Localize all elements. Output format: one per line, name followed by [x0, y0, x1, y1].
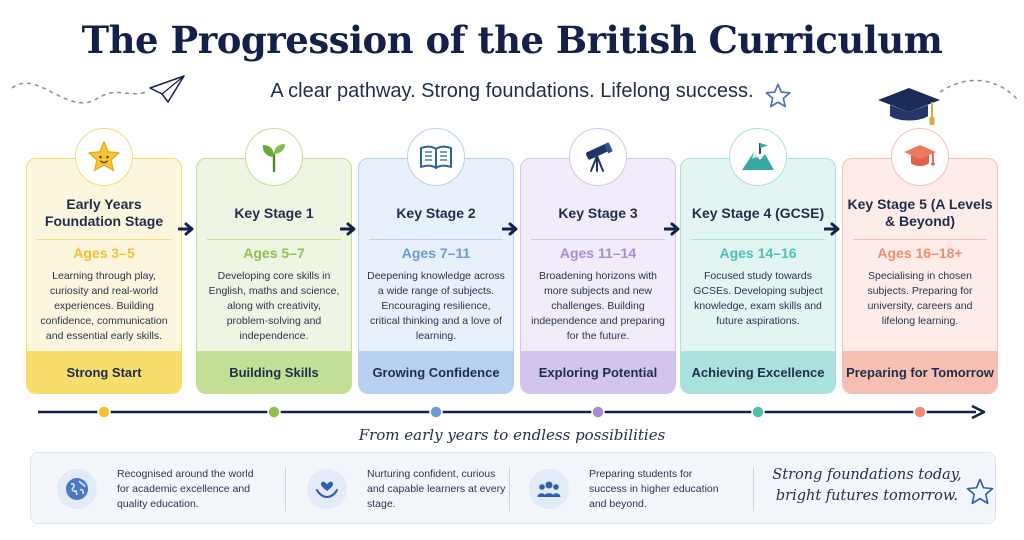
timeline-dot — [591, 405, 605, 419]
timeline-arrow — [38, 404, 986, 420]
stage-outcome: Strong Start — [27, 351, 181, 393]
timeline-dot — [751, 405, 765, 419]
stage-divider — [691, 239, 825, 240]
star-outline-icon — [765, 83, 791, 108]
stage-name: Early Years Foundation Stage — [44, 196, 164, 229]
timeline-dot — [267, 405, 281, 419]
arrow-right-icon — [824, 222, 840, 236]
stage-description: Learning through play, curiosity and rea… — [40, 270, 168, 342]
telescope-icon — [569, 128, 627, 186]
dashed-path-decoration — [939, 79, 1019, 101]
feature-text: Preparing students for success in higher… — [589, 467, 719, 510]
graduation-cap-icon — [891, 128, 949, 186]
globe-icon — [57, 469, 97, 509]
stage-ages: Ages 11–14 — [559, 245, 637, 261]
star-icon — [75, 128, 133, 186]
stage-ages: Ages 3–5 — [73, 245, 135, 261]
heart-hands-icon — [307, 469, 347, 509]
star-outline-icon — [966, 478, 994, 505]
stage-outcome: Achieving Excellence — [681, 351, 835, 393]
stage-outcome: Exploring Potential — [521, 351, 675, 393]
mountain-flag-icon — [729, 128, 787, 186]
stage-ages: Ages 14–16 — [719, 245, 797, 261]
feature-text: Nurturing confident, curious and capable… — [367, 467, 506, 510]
feature-global-recognition: Recognised around the world for academic… — [57, 463, 259, 515]
stage-divider — [207, 239, 341, 240]
stage-ages: Ages 5–7 — [243, 245, 305, 261]
feature-text: Recognised around the world for academic… — [117, 467, 254, 510]
stage-card: Key Stage 5 (A Levels & Beyond) Ages 16–1… — [842, 158, 998, 394]
stage-description: Broadening horizons with more subjects a… — [531, 270, 665, 342]
divider — [509, 467, 510, 511]
arrow-right-icon — [664, 222, 680, 236]
people-group-icon — [529, 469, 569, 509]
stage-divider — [369, 239, 503, 240]
stage-name: Key Stage 3 — [558, 204, 638, 221]
tagline: From early years to endless possibilitie… — [358, 426, 666, 444]
stage-outcome: Preparing for Tomorrow — [843, 351, 997, 393]
graduation-cap-icon — [878, 88, 940, 125]
timeline-dot — [913, 405, 927, 419]
stage-name: Key Stage 2 — [396, 204, 476, 221]
paper-plane-icon — [11, 75, 185, 104]
stage-divider — [853, 239, 987, 240]
stage-description: Specialising in chosen subjects. Prepari… — [867, 270, 973, 327]
page-title: The Progression of the British Curriculu… — [81, 18, 943, 62]
sprout-icon — [245, 128, 303, 186]
stage-description: Developing core skills in English, maths… — [208, 270, 340, 342]
features-panel: Recognised around the world for academic… — [30, 452, 996, 524]
stage-description: Focused study towards GCSEs. Developing … — [693, 270, 823, 327]
stage-divider — [531, 239, 665, 240]
feature-nurturing: Nurturing confident, curious and capable… — [307, 463, 507, 515]
stage-name: Key Stage 1 — [234, 204, 314, 221]
stage-name: Key Stage 5 (A Levels & Beyond) — [847, 196, 993, 229]
feature-higher-education: Preparing students for success in higher… — [529, 463, 729, 515]
stage-divider — [37, 239, 171, 240]
arrow-right-icon — [178, 222, 194, 236]
stage-outcome: Building Skills — [197, 351, 351, 393]
divider — [285, 467, 286, 511]
stage-ages: Ages 16–18+ — [877, 245, 963, 261]
arrow-right-icon — [502, 222, 518, 236]
timeline-dot — [429, 405, 443, 419]
stage-ages: Ages 7–11 — [401, 245, 471, 261]
stage-outcome: Growing Confidence — [359, 351, 513, 393]
stage-description: Deepening knowledge across a wide range … — [367, 270, 505, 342]
stage-name: Key Stage 4 (GCSE) — [691, 204, 825, 221]
arrow-right-icon — [340, 222, 356, 236]
page-subtitle: A clear pathway. Strong foundations. Lif… — [270, 80, 754, 102]
closing-statement: Strong foundations today, bright futures… — [772, 467, 962, 504]
open-book-icon — [407, 128, 465, 186]
divider — [753, 467, 754, 511]
timeline-dot — [97, 405, 111, 419]
